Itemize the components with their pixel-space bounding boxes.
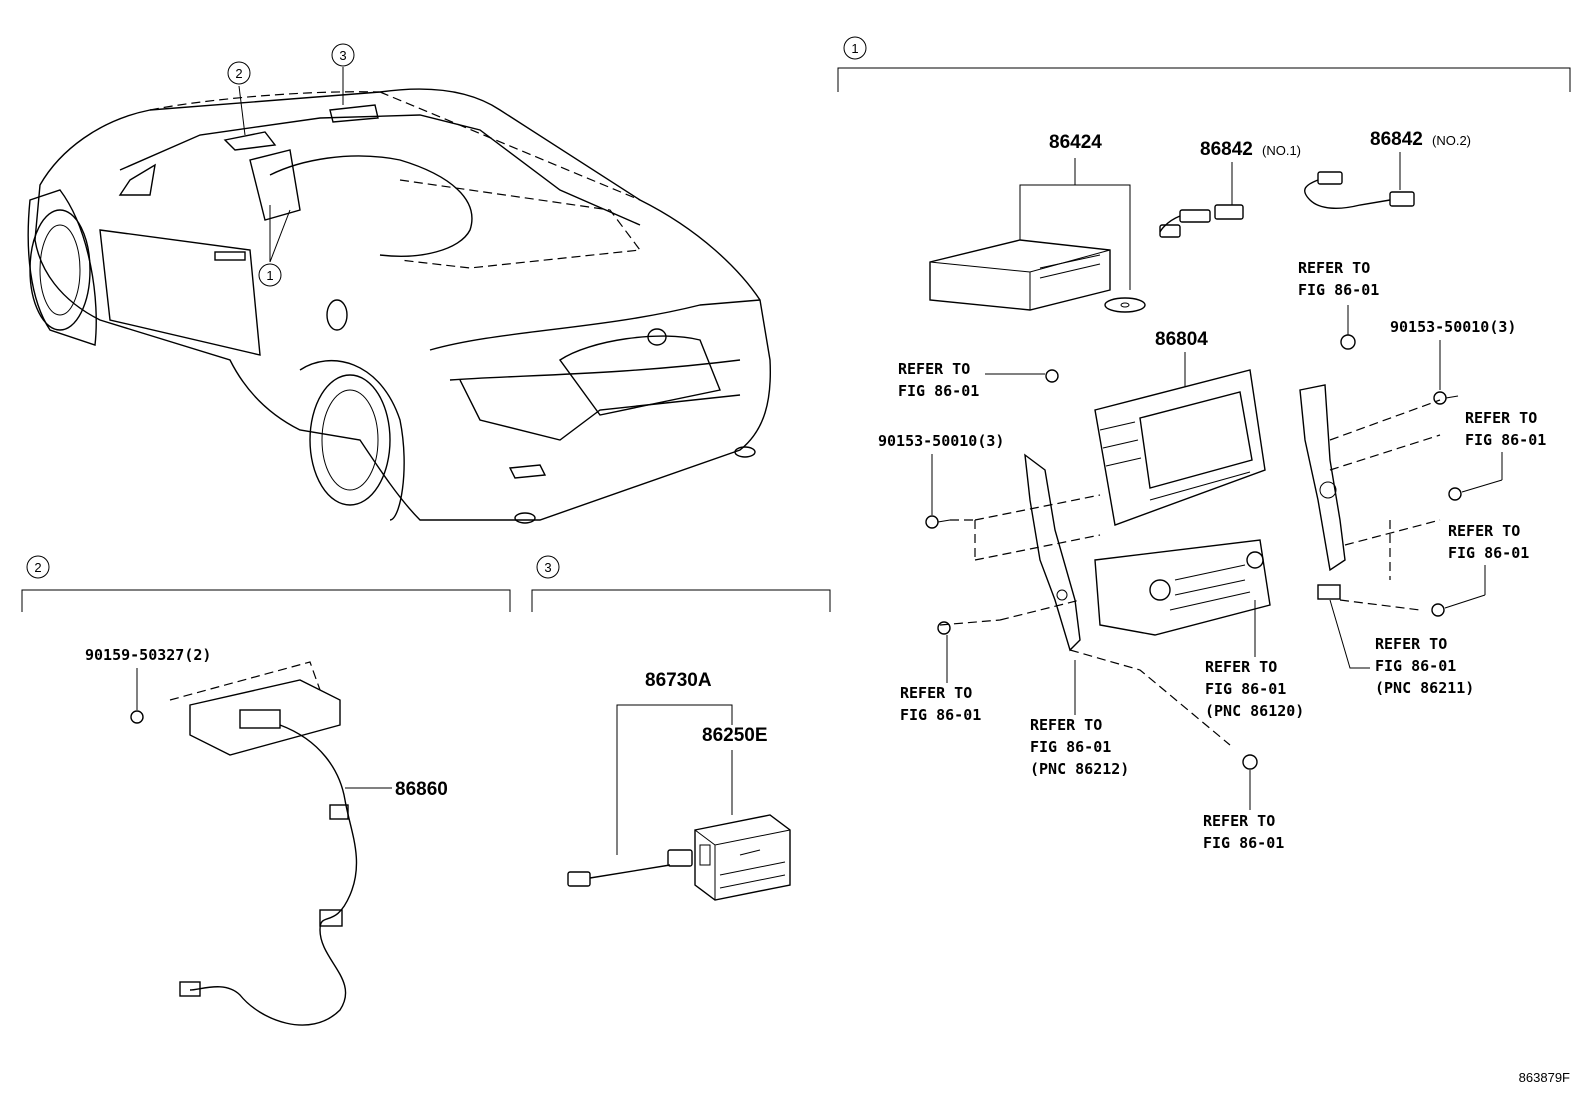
refer-note-top-right: REFER TO FIG 86-01 [1298,259,1379,350]
part-86842-no1-note: (NO.1) [1262,143,1301,158]
svg-text:REFER TO: REFER TO [898,360,970,378]
refer-note-top-left: REFER TO FIG 86-01 [898,360,1059,400]
callout-1-car: 1 [258,263,282,287]
part-90153-label-left: 90153-50010(3) [878,432,1004,450]
svg-text:REFER TO: REFER TO [1203,812,1275,830]
part-86424-label: 86424 [1049,132,1102,153]
svg-text:2: 2 [235,66,242,81]
svg-text:REFER TO: REFER TO [1375,635,1447,653]
part-90159-label: 90159-50327(2) [85,646,211,664]
part-86842-no1-label: 86842 [1200,139,1253,160]
svg-text:(PNC 86211): (PNC 86211) [1375,679,1474,697]
navigation-drive-unit [929,239,1146,313]
svg-text:(PNC 86212): (PNC 86212) [1030,760,1129,778]
callout-2-car: 2 [227,61,251,85]
left-bracket [1024,453,1081,652]
part-86842-no2-label: 86842 [1370,129,1423,150]
cable-86730A [567,849,693,887]
section-3-marker: 3 [536,555,560,579]
refer-note-right-mid: REFER TO FIG 86-01 [1448,409,1546,501]
svg-text:REFER TO: REFER TO [1030,716,1102,734]
usb-adapter-86250E [694,814,791,901]
part-86730A-label: 86730A [645,670,712,691]
svg-text:1: 1 [851,41,858,56]
screw-90153-left [925,515,951,529]
svg-text:FIG 86-01: FIG 86-01 [1205,680,1286,698]
svg-text:REFER TO: REFER TO [1298,259,1370,277]
cable-86842-no1 [1159,204,1244,238]
section-2: 2 90159-50327(2) 86860 [21,555,511,1026]
svg-text:FIG 86-01: FIG 86-01 [1298,281,1379,299]
svg-text:REFER TO: REFER TO [1448,522,1520,540]
section-1: 1 86424 86842 (NO.1) 86842 (NO.2) [837,36,1571,852]
svg-text:FIG 86-01: FIG 86-01 [898,382,979,400]
svg-text:FIG 86-01: FIG 86-01 [1203,834,1284,852]
callout-3-car: 3 [331,43,355,67]
refer-note-pnc-86211: REFER TO FIG 86-01 (PNC 86211) [1317,584,1474,697]
refer-note-pnc-86120: REFER TO FIG 86-01 (PNC 86120) [1205,600,1304,720]
cable-86842-no2 [1304,171,1415,209]
svg-text:2: 2 [34,560,41,575]
svg-text:REFER TO: REFER TO [900,684,972,702]
display-head-unit [1094,369,1266,526]
bracket-86860 [169,661,341,756]
svg-text:1: 1 [266,268,273,283]
diagram-code: 863879F [1519,1070,1570,1085]
audio-control-panel [1094,539,1271,636]
section-1-marker: 1 [843,36,867,60]
part-86250E-label: 86250E [702,725,768,746]
section-2-marker: 2 [26,555,50,579]
part-86860-label: 86860 [395,779,448,800]
refer-note-bottom-left: REFER TO FIG 86-01 [900,621,981,724]
svg-text:FIG 86-01: FIG 86-01 [1465,431,1546,449]
svg-text:FIG 86-01: FIG 86-01 [1375,657,1456,675]
svg-text:FIG 86-01: FIG 86-01 [1448,544,1529,562]
section-3: 3 86730A 86250E [531,555,831,901]
svg-text:FIG 86-01: FIG 86-01 [900,706,981,724]
car-illustration: 1 2 3 [27,43,772,524]
refer-note-bottom-center: REFER TO FIG 86-01 [1203,754,1284,852]
right-bracket [1299,384,1346,572]
svg-text:FIG 86-01: FIG 86-01 [1030,738,1111,756]
svg-text:REFER TO: REFER TO [1465,409,1537,427]
svg-text:3: 3 [339,48,346,63]
screw-90153-right [1433,391,1459,405]
svg-text:REFER TO: REFER TO [1205,658,1277,676]
part-90153-label-right: 90153-50010(3) [1390,318,1516,336]
refer-note-pnc-86212: REFER TO FIG 86-01 (PNC 86212) [1030,660,1129,778]
part-86842-no2-note: (NO.2) [1432,133,1471,148]
refer-note-right-low: REFER TO FIG 86-01 [1431,522,1529,617]
part-86804-label: 86804 [1155,329,1208,350]
screw-90159 [130,710,144,724]
svg-text:3: 3 [544,560,551,575]
svg-text:(PNC 86120): (PNC 86120) [1205,702,1304,720]
